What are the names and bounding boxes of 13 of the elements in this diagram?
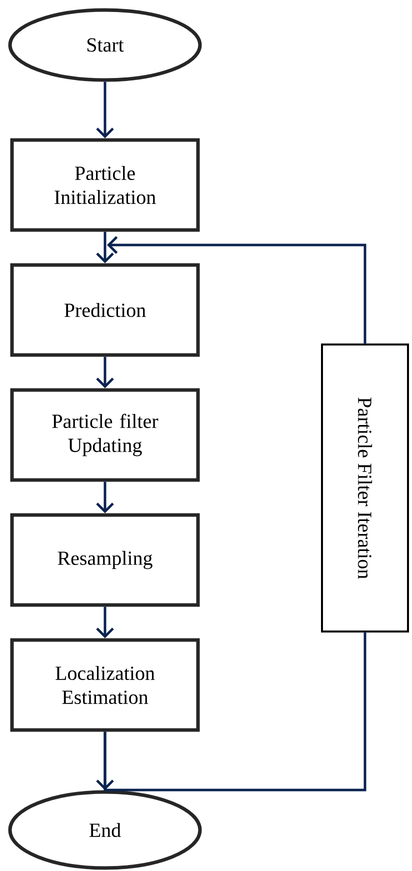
process-box: Localization Estimation bbox=[10, 638, 200, 732]
process-box: Prediction bbox=[10, 263, 200, 357]
arrow bbox=[96, 606, 114, 638]
loop-box: Particle Filter Iteration bbox=[321, 344, 409, 632]
loop-arrow bbox=[107, 236, 366, 344]
process-box: Particle Initialization bbox=[10, 138, 200, 232]
loop-line bbox=[104, 632, 366, 792]
arrow bbox=[96, 482, 114, 514]
process-box: Resampling bbox=[10, 513, 200, 607]
arrow bbox=[96, 356, 114, 388]
arrow bbox=[96, 82, 114, 138]
arrow bbox=[96, 232, 114, 264]
process-box: Particle filter Updating bbox=[10, 388, 200, 482]
